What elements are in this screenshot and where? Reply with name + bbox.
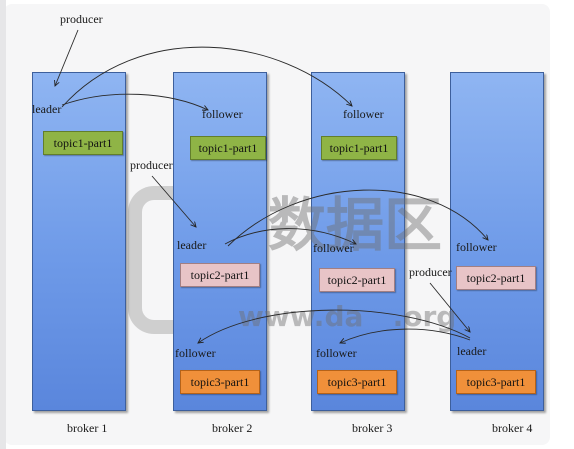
follower-label-topic3-broker2: follower: [175, 346, 216, 360]
left-edge: [0, 0, 6, 449]
partition-topic2-broker3: topic2-part1: [319, 268, 395, 292]
broker-3-label: broker 3: [352, 421, 393, 435]
partition-topic3-broker3: topic3-part1: [317, 370, 397, 394]
arrow-producer-to-leader-topic3: [429, 282, 470, 332]
leader-label-topic1: leader: [32, 102, 62, 116]
follower-label-topic3-broker3: follower: [316, 346, 357, 360]
partition-topic2-broker4: topic2-part1: [456, 266, 536, 290]
partition-topic3-broker4: topic3-part1: [456, 370, 536, 394]
broker-4-label: broker 4: [492, 421, 533, 435]
broker-1-label: broker 1: [67, 421, 108, 435]
follower-label-topic1-broker2: follower: [202, 107, 243, 121]
arrow-leader-to-follower-broker2-topic3: [198, 309, 471, 343]
partition-topic2-broker2: topic2-part1: [180, 263, 260, 287]
arrow-leader-to-follower-broker4-topic2: [227, 189, 488, 247]
leader-label-topic2: leader: [177, 238, 207, 252]
partition-topic1-broker3: topic1-part1: [321, 136, 397, 160]
producer-label-topic1: producer: [60, 12, 103, 26]
broker-3-box: [311, 72, 405, 411]
watermark-url: www.da .org: [238, 300, 457, 333]
partition-topic1-broker2: topic1-part1: [190, 136, 266, 160]
arrow-producer-to-leader-topic1: [55, 29, 79, 86]
arrow-leader-to-follower-broker3-topic1: [61, 46, 352, 108]
partition-topic1-broker1: topic1-part1: [43, 131, 123, 155]
arrow-leader-to-follower-broker3-topic2: [224, 228, 356, 244]
follower-label-topic2-broker4: follower: [456, 240, 497, 254]
partition-topic3-broker2: topic3-part1: [180, 370, 260, 394]
right-edge: [552, 0, 574, 449]
producer-label-topic2: producer: [130, 158, 173, 172]
arrow-leader-to-follower-broker2-topic1: [61, 93, 208, 110]
watermark-glyphs: 数据区: [268, 191, 443, 259]
broker-2-box: [173, 72, 267, 411]
broker-4-box: [450, 72, 544, 411]
broker-2-label: broker 2: [212, 421, 253, 435]
producer-label-topic3: producer: [409, 265, 452, 279]
arrow-leader-to-follower-broker3-topic3: [340, 328, 471, 343]
follower-label-topic1-broker3: follower: [343, 107, 384, 121]
leader-label-topic3: leader: [457, 344, 487, 358]
follower-label-topic2-broker3: follower: [313, 241, 354, 255]
broker-1-box: [32, 72, 126, 411]
arrow-producer-to-leader-topic2: [151, 175, 196, 227]
